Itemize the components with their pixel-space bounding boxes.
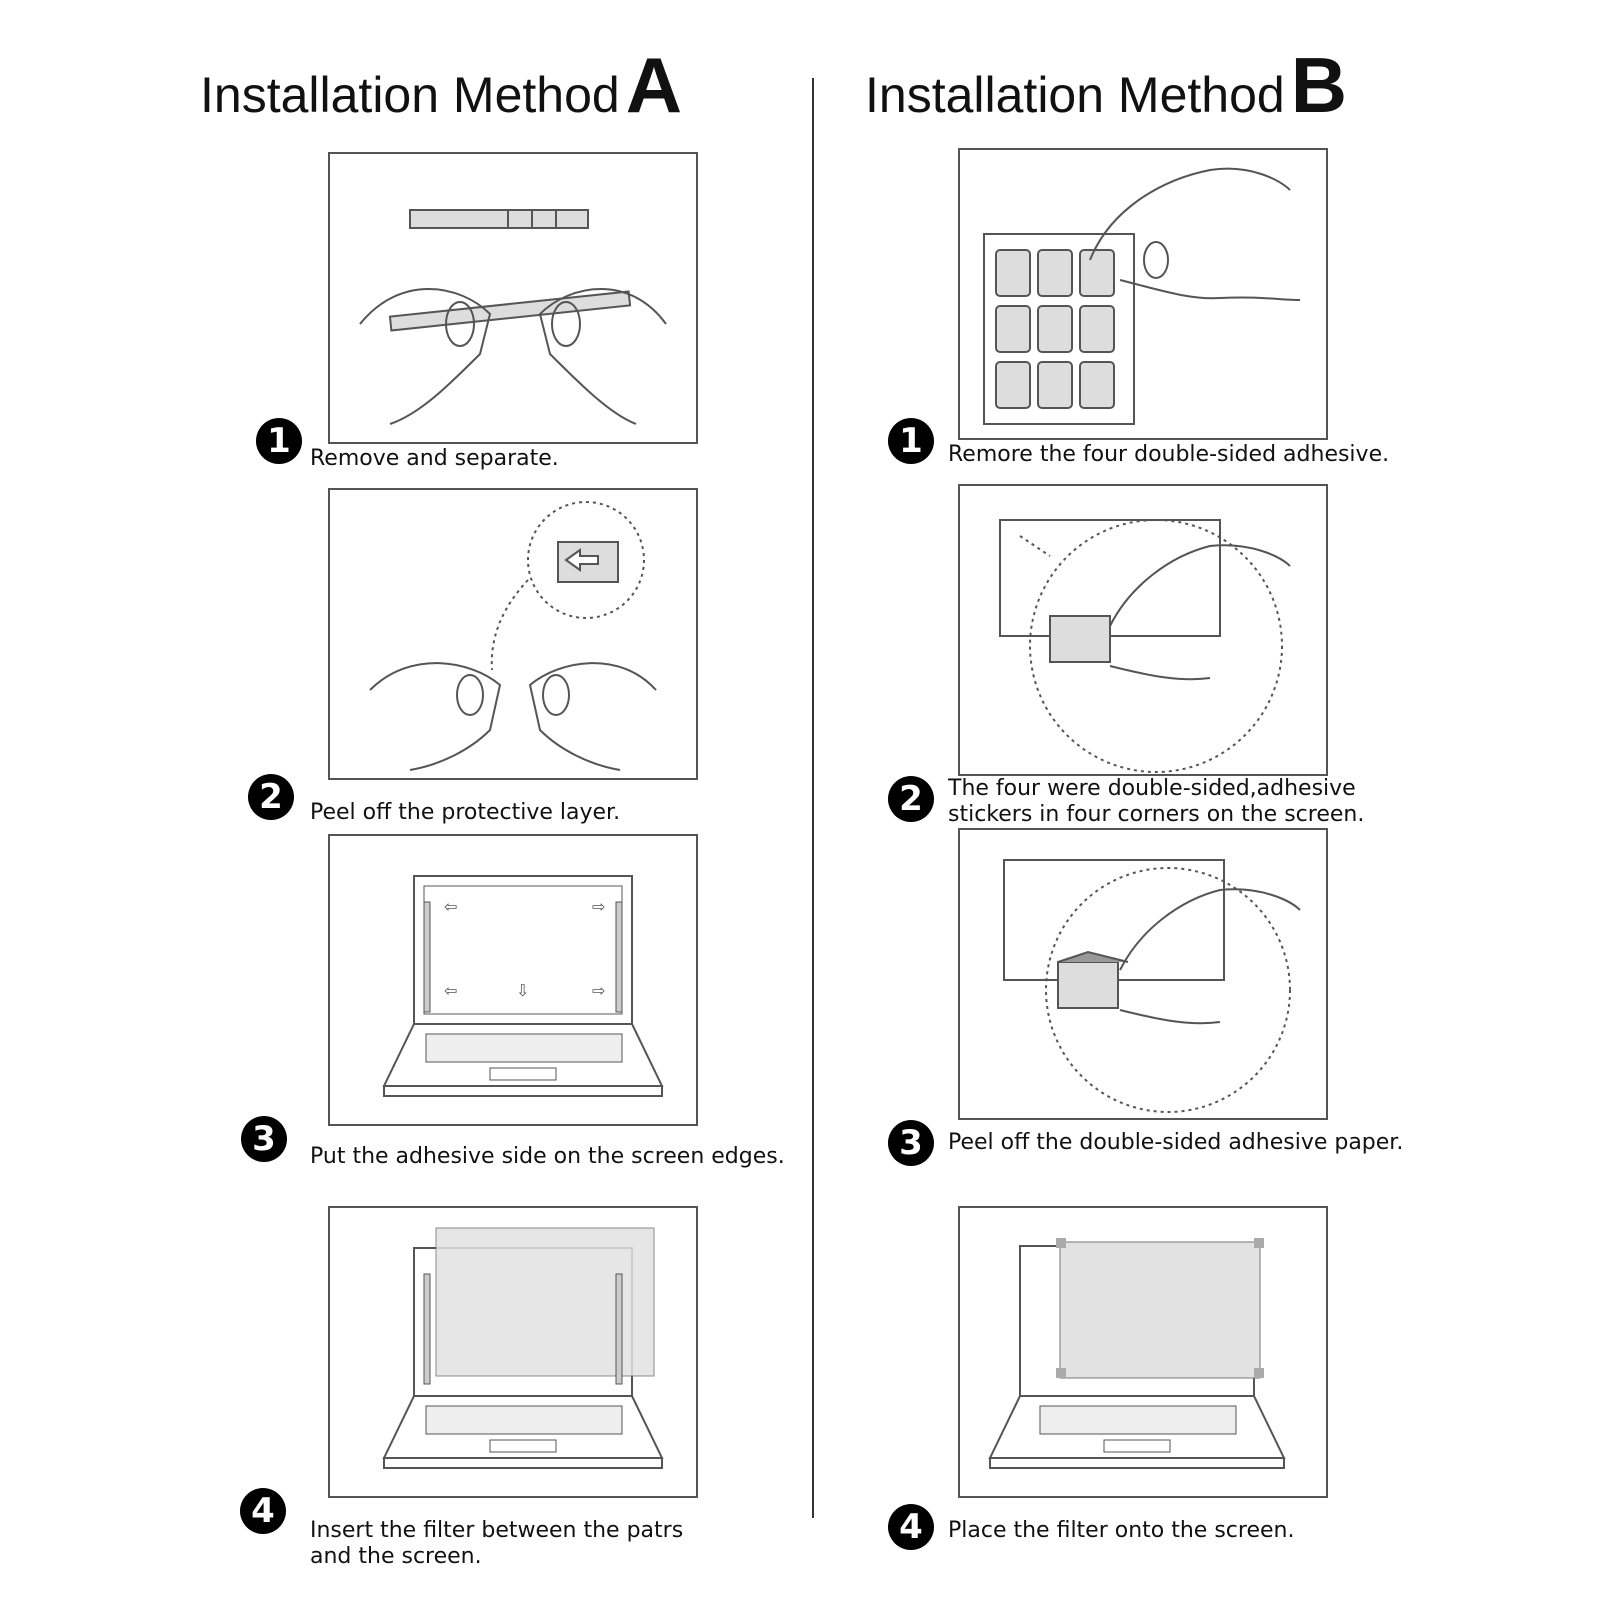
illustration-b1-adhesive-sheet [958,148,1328,440]
method-b-letter: B [1291,41,1347,129]
step-b2-text: The four were double-sided,adhesive stic… [948,776,1364,828]
svg-text:⇦: ⇦ [444,897,457,916]
step-a4-badge: 4 [240,1488,286,1534]
laptop-adhesive-edges-illustration: ⇦ ⇨ ⇦ ⇨ ⇩ [330,836,696,1124]
laptop-place-filter-illustration [960,1208,1326,1496]
column-divider [812,78,814,1518]
step-a3-badge: 3 [241,1116,287,1162]
step-b4-text: Place the filter onto the screen. [948,1518,1294,1544]
step-b2-badge: 2 [888,776,934,822]
method-a-title: Installation MethodA [200,40,682,131]
svg-text:⇦: ⇦ [444,981,457,1000]
corner-sticker-placement-illustration [960,486,1326,774]
step-a3-text: Put the adhesive side on the screen edge… [310,1144,785,1170]
method-b-title-text: Installation Method [865,67,1285,123]
step-b1-text: Remore the four double-sided adhesive. [948,442,1389,468]
hands-peeling-layer-illustration [330,490,696,778]
step-a1-badge: 1 [256,418,302,464]
illustration-b2-corner-stickers [958,484,1328,776]
adhesive-sheet-hand-illustration [960,150,1326,438]
step-a2-badge: 2 [248,774,294,820]
method-a-letter: A [626,41,682,129]
svg-text:⇩: ⇩ [516,981,529,1000]
illustration-b4-place-filter [958,1206,1328,1498]
step-b4-badge: 4 [888,1504,934,1550]
step-a4-text: Insert the filter between the patrs and … [310,1518,683,1570]
method-b-title: Installation MethodB [865,40,1347,131]
method-a-title-text: Installation Method [200,67,620,123]
laptop-insert-filter-illustration [330,1208,696,1496]
hands-separating-strip-illustration [330,154,696,442]
svg-text:⇨: ⇨ [592,897,605,916]
svg-text:⇨: ⇨ [592,981,605,1000]
step-a1-text: Remove and separate. [310,446,559,472]
illustration-a3-laptop-edges: ⇦ ⇨ ⇦ ⇨ ⇩ [328,834,698,1126]
illustration-a4-insert-filter [328,1206,698,1498]
step-b3-badge: 3 [888,1120,934,1166]
illustration-b3-peel-paper [958,828,1328,1120]
peel-adhesive-paper-illustration [960,830,1326,1118]
step-a2-text: Peel off the protective layer. [310,800,620,826]
illustration-a1-remove-separate [328,152,698,444]
step-b1-badge: 1 [888,418,934,464]
illustration-a2-peel-layer [328,488,698,780]
step-b3-text: Peel off the double-sided adhesive paper… [948,1130,1403,1156]
